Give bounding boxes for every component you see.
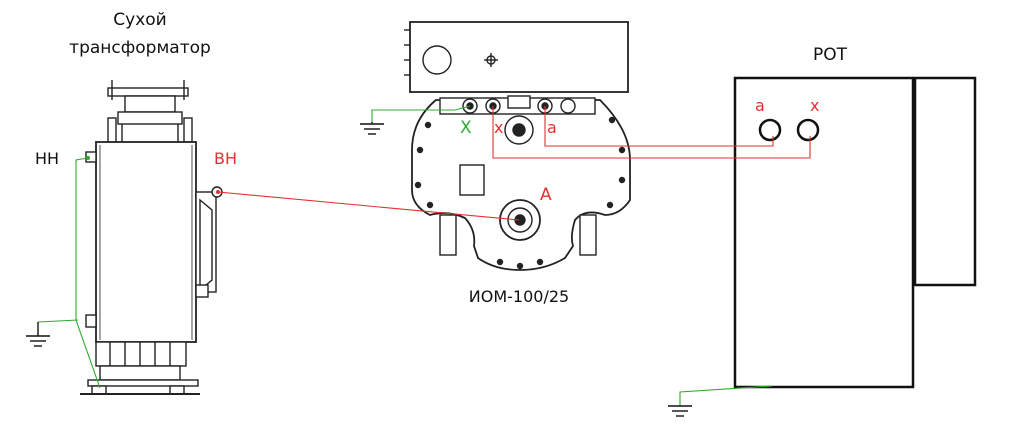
transformer-title-line1: Сухой <box>113 10 166 30</box>
iom-terminal-X-label: X <box>460 118 472 138</box>
red-wires <box>217 106 811 221</box>
wire-rot-ground <box>679 385 773 406</box>
green-wires <box>37 105 773 406</box>
wire-transformer-ground <box>37 319 79 323</box>
dry-transformer <box>80 80 223 395</box>
ground-symbol-transformer-icon <box>26 322 50 347</box>
lv-terminal-label: НН <box>35 149 59 168</box>
iom-name-label: ИОМ-100/25 <box>469 287 569 306</box>
ground-symbol-iom-icon <box>360 122 384 135</box>
iom-terminal-A-label: A <box>540 185 552 205</box>
lv-connection-point <box>86 156 90 160</box>
rot-terminal-x-label: x <box>810 96 819 115</box>
wire-lv-ground <box>75 157 101 389</box>
iom-terminal-a-label: a <box>547 118 557 137</box>
ground-symbol-rot-icon <box>668 405 692 417</box>
wire-hv-to-A <box>217 191 520 221</box>
rot-control-unit <box>733 76 977 389</box>
wire-a-to-rot-a <box>544 106 774 147</box>
iom-test-unit <box>404 21 631 271</box>
iom-terminal-x-label: x <box>494 118 503 137</box>
hv-terminal-label: ВН <box>214 149 237 168</box>
wire-iom-ground <box>371 105 471 122</box>
hv-connection-point <box>216 190 220 194</box>
transformer-title-line2: трансформатор <box>69 38 211 58</box>
wire-x-to-rot-x <box>492 106 811 159</box>
rot-terminal-a-label: a <box>755 96 765 115</box>
rot-name-label: РОТ <box>813 45 848 65</box>
